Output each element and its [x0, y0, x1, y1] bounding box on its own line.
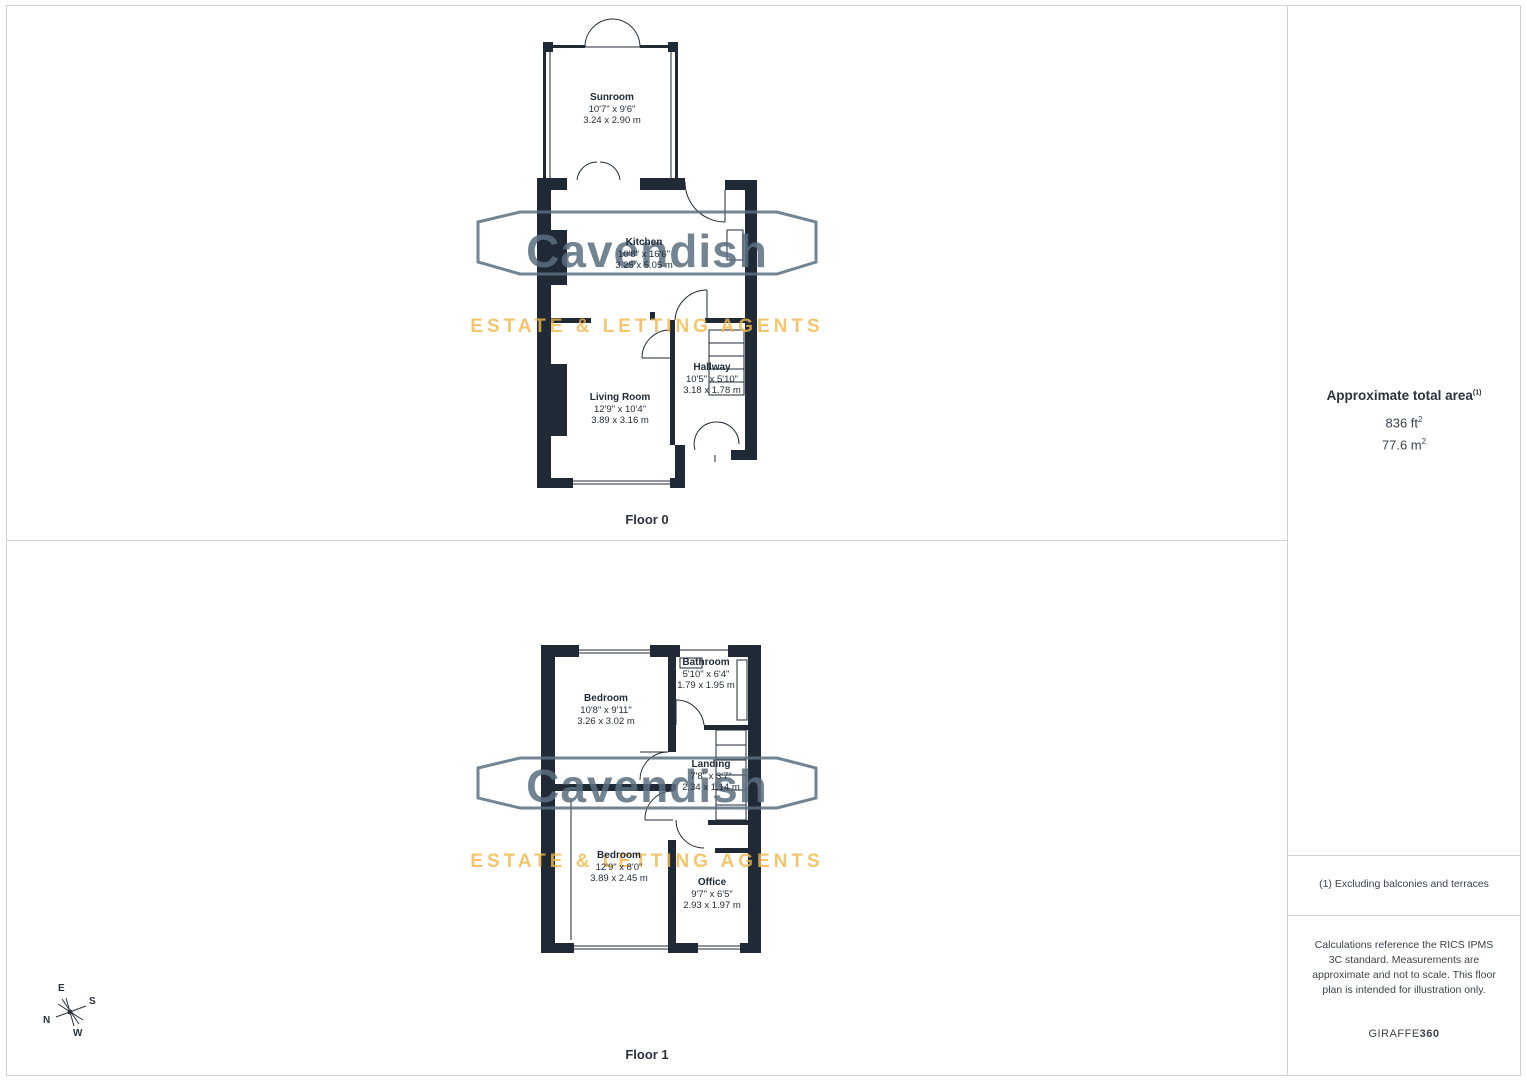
- watermark-top: Cavendish ESTATE & LETTING AGENTS: [470, 210, 823, 337]
- watermark-tagline: ESTATE & LETTING AGENTS: [470, 851, 823, 872]
- area-footnote: (1) Excluding balconies and terraces: [1319, 878, 1489, 890]
- compass-north: N: [43, 1015, 51, 1026]
- room-label-bedroom-rear: Bedroom 12'9" x 8'0" 3.89 x 2.45 m: [590, 850, 648, 884]
- floor-0-thin-lines: [549, 18, 745, 485]
- floor-1-label: Floor 1: [625, 1047, 669, 1062]
- room-label-bathroom: Bathroom 5'10" x 6'4" 1.79 x 1.95 m: [677, 657, 735, 691]
- watermark-name: Cavendish: [526, 225, 768, 277]
- total-area-title: Approximate total area(1): [1326, 388, 1482, 403]
- compass-west: W: [73, 1028, 83, 1039]
- room-label-bedroom-front: Bedroom 10'8" x 9'11" 3.26 x 3.02 m: [577, 693, 635, 727]
- watermark-name: Cavendish: [526, 760, 768, 812]
- compass-south: S: [89, 996, 96, 1007]
- room-label-kitchen: Kitchen 10'8" x 16'6" 3.25 x 5.05 m: [615, 237, 673, 271]
- room-label-hallway: Hallway 10'5" x 5'10" 3.18 x 1.78 m: [683, 362, 741, 396]
- room-label-landing: Landing 7'8" x 3'7" 2.34 x 1.14 m: [682, 759, 740, 793]
- compass-rose: [55, 997, 87, 1027]
- floor-0-label: Floor 0: [625, 512, 669, 527]
- room-label-office: Office 9'7" x 6'5" 2.93 x 1.97 m: [683, 877, 741, 911]
- watermark-tagline: ESTATE & LETTING AGENTS: [470, 316, 823, 337]
- sidebar-divider: [1287, 5, 1288, 1076]
- room-label-living-room: Living Room 12'9" x 10'4" 3.89 x 3.16 m: [589, 392, 651, 426]
- sidebar-divider-1: [1287, 855, 1521, 856]
- total-area-ft: 836 ft2: [1385, 415, 1423, 431]
- compass-east: E: [58, 983, 65, 994]
- room-label-sunroom: Sunroom 10'7" x 9'6" 3.24 x 2.90 m: [583, 92, 641, 126]
- watermark-bottom: Cavendish ESTATE & LETTING AGENTS: [470, 756, 823, 872]
- disclaimer-text: Calculations reference the RICS IPMS 3C …: [1312, 939, 1496, 996]
- sidebar-divider-2: [1287, 915, 1521, 916]
- floor-1-thin-lines: [570, 649, 756, 950]
- floor-0-walls: [537, 42, 757, 488]
- total-area-m: 77.6 m2: [1381, 437, 1427, 453]
- floor-divider: [6, 540, 1287, 541]
- brand-logo: GIRAFFE360: [1368, 1028, 1440, 1040]
